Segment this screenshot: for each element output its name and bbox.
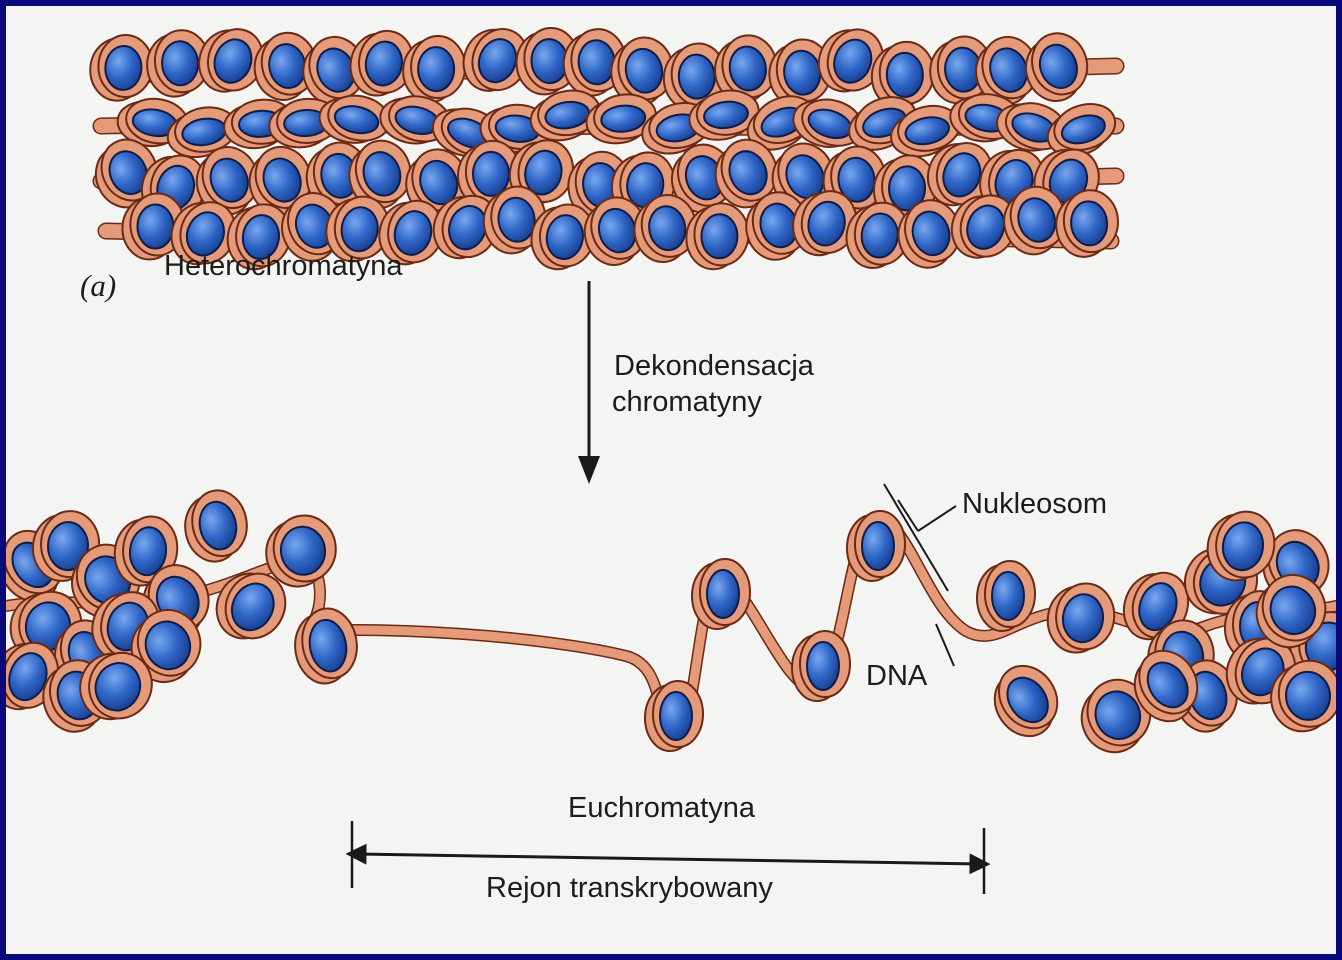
panel-label: (a) [80, 268, 116, 304]
double-arrow-icon [356, 854, 980, 864]
euchromatin-fiber [6, 486, 1336, 762]
decondensation-arrow [578, 281, 600, 484]
nucleosome-label: Nukleosom [962, 488, 1107, 521]
euchromatin-label: Euchromatyna [568, 792, 755, 825]
heterochromatin-fiber [85, 18, 1122, 275]
nucleosome-icon [89, 33, 154, 102]
nucleosome-icon [686, 203, 749, 270]
dna-pointer [936, 624, 954, 666]
nucleosome-icon [403, 36, 466, 103]
nucleosome-icon [645, 681, 703, 751]
arrow-down-icon [578, 456, 600, 484]
nucleosome-icon [1045, 580, 1118, 657]
transcribed-region-label: Rejon transkrybowany [486, 872, 773, 905]
nucleosome-icon [289, 604, 363, 688]
nucleosome-icon [981, 655, 1072, 748]
process-label-line1: Dekondensacja [614, 350, 814, 383]
nucleosome-icon [179, 486, 253, 567]
dna-label: DNA [866, 660, 927, 693]
nucleosome-icon [792, 631, 850, 701]
process-label-line2: chromatyny [612, 386, 762, 419]
heterochromatin-label: Heterochromatyna [164, 250, 403, 283]
nucleosome-icon [692, 559, 750, 629]
figure-frame: (a) Heterochromatyna Dekondensacja chrom… [6, 6, 1336, 954]
nucleosome-icon [977, 561, 1035, 631]
nucleosome-icon [1016, 25, 1097, 109]
nucleosome-icon [847, 511, 905, 581]
